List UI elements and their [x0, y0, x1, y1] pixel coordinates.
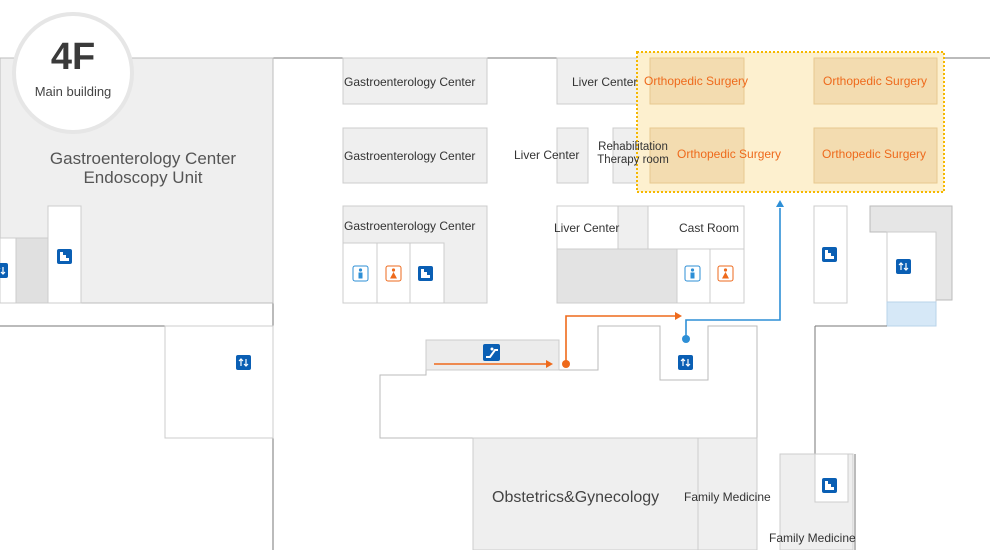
ortho-label-2: Orthopedic Surgery — [823, 74, 928, 88]
gastro-label-1: Gastroenterology Center — [344, 75, 476, 89]
stairs-icon[interactable] — [57, 249, 72, 264]
female-restroom-icon[interactable] — [717, 265, 734, 282]
family-room-1[interactable] — [697, 437, 758, 550]
rehab-line-2: Therapy room — [597, 153, 669, 166]
ortho-label-1: Orthopedic Surgery — [644, 74, 749, 88]
gastro-label-3: Gastroenterology Center — [344, 219, 476, 233]
building-name: Main building — [34, 84, 112, 99]
gastro-room-1[interactable] — [342, 57, 488, 105]
cast-room-label: Cast Room — [679, 221, 740, 235]
route-orange-arrow-1 — [546, 360, 553, 368]
cast-room-cell — [617, 205, 649, 250]
elevator-icon[interactable] — [236, 355, 251, 370]
male-restroom-icon[interactable] — [352, 265, 369, 282]
escalator-icon[interactable] — [483, 344, 500, 361]
rehab-line-1: Rehabilitation — [598, 141, 668, 153]
stairs-icon[interactable] — [418, 266, 433, 281]
obgyn-label: Obstetrics&Gynecology — [492, 489, 660, 506]
gastro-room-2[interactable] — [342, 127, 488, 184]
route-orange-arrow-2 — [675, 312, 682, 320]
stairs-icon[interactable] — [822, 247, 837, 262]
rehab-label: Rehabilitation Therapy room — [594, 141, 672, 166]
female-restroom-icon[interactable] — [385, 265, 402, 282]
left-service-2 — [15, 237, 49, 304]
right-lobby-blue — [886, 301, 937, 327]
gastro-left-line-1: Gastroenterology Center — [49, 149, 237, 168]
family-label-1: Family Medicine — [684, 490, 771, 504]
cast-room[interactable] — [647, 205, 745, 250]
family-label-2: Family Medicine — [769, 531, 856, 545]
right-elevator-light — [886, 231, 937, 303]
liver-label-2: Liver Center — [514, 148, 580, 162]
route-blue — [685, 208, 781, 338]
stairs-icon[interactable] — [822, 478, 837, 493]
elevator-icon[interactable] — [678, 355, 693, 370]
route-orange — [434, 315, 676, 365]
ortho-room-3[interactable] — [649, 127, 745, 184]
liver-label-1: Liver Center — [572, 75, 638, 89]
liver-room-2[interactable] — [556, 127, 589, 184]
gastro-left-label: Gastroenterology Center Endoscopy Unit — [40, 149, 246, 187]
ortho-label-4: Orthopedic Surgery — [822, 147, 927, 161]
route-blue-arrow — [776, 200, 784, 207]
ortho-room-4[interactable] — [813, 127, 938, 184]
gastro-left-line-2: Endoscopy Unit — [83, 167, 203, 187]
route-orange-start — [562, 360, 570, 368]
ortho-room-1[interactable] — [649, 57, 745, 105]
elevator-icon[interactable] — [0, 263, 8, 278]
route-blue-start — [682, 335, 690, 343]
gastro-label-2: Gastroenterology Center — [344, 149, 476, 163]
liver-label-3: Liver Center — [554, 221, 620, 235]
male-restroom-icon[interactable] — [684, 265, 701, 282]
obgyn-room[interactable] — [472, 437, 699, 550]
floor-badge: 4F Main building — [16, 16, 130, 130]
ortho-room-2[interactable] — [813, 57, 938, 105]
ortho-label-3: Orthopedic Surgery — [677, 147, 782, 161]
elevator-icon[interactable] — [896, 259, 911, 274]
floor-number: 4F — [50, 36, 96, 78]
left-lower-room — [164, 325, 274, 439]
